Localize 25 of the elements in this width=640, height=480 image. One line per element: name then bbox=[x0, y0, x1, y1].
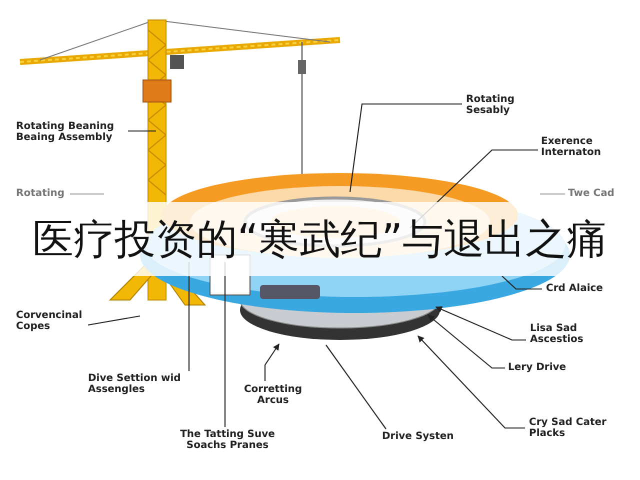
leader-line bbox=[88, 315, 140, 326]
callout-label: Drive Systen bbox=[382, 431, 462, 442]
callout-label: The Tatting Suve Soachs Pranes bbox=[180, 429, 275, 451]
callout-label: Lisa Sad Ascestios bbox=[530, 323, 610, 345]
leader-line bbox=[70, 193, 104, 195]
callout-label: Lery Drive bbox=[508, 362, 588, 373]
callout-label: Exerence Internaton bbox=[541, 136, 636, 158]
leader-line bbox=[349, 103, 462, 192]
leader-line bbox=[128, 130, 156, 132]
callout-label: Dive Settion wid Assengles bbox=[88, 373, 198, 395]
leader-line bbox=[264, 343, 280, 381]
callout-label: Corretting Arcus bbox=[238, 384, 308, 406]
callout-label: Twe Cad bbox=[568, 188, 628, 199]
callout-label: Crd Alaice bbox=[546, 283, 626, 294]
leader-line bbox=[435, 306, 526, 341]
leader-line bbox=[428, 314, 505, 369]
callout-label: Corvencinal Copes bbox=[16, 310, 96, 332]
leader-line bbox=[326, 344, 386, 430]
leader-line bbox=[502, 276, 542, 290]
leader-line bbox=[418, 336, 525, 429]
callout-label: Rotating Sesably bbox=[466, 94, 546, 116]
leader-line bbox=[540, 193, 565, 195]
callout-label: Rotating bbox=[16, 188, 76, 199]
callout-label: Rotating Beaning Beaing Assembly bbox=[16, 121, 136, 143]
callout-label: Cry Sad Cater Placks bbox=[529, 417, 619, 439]
